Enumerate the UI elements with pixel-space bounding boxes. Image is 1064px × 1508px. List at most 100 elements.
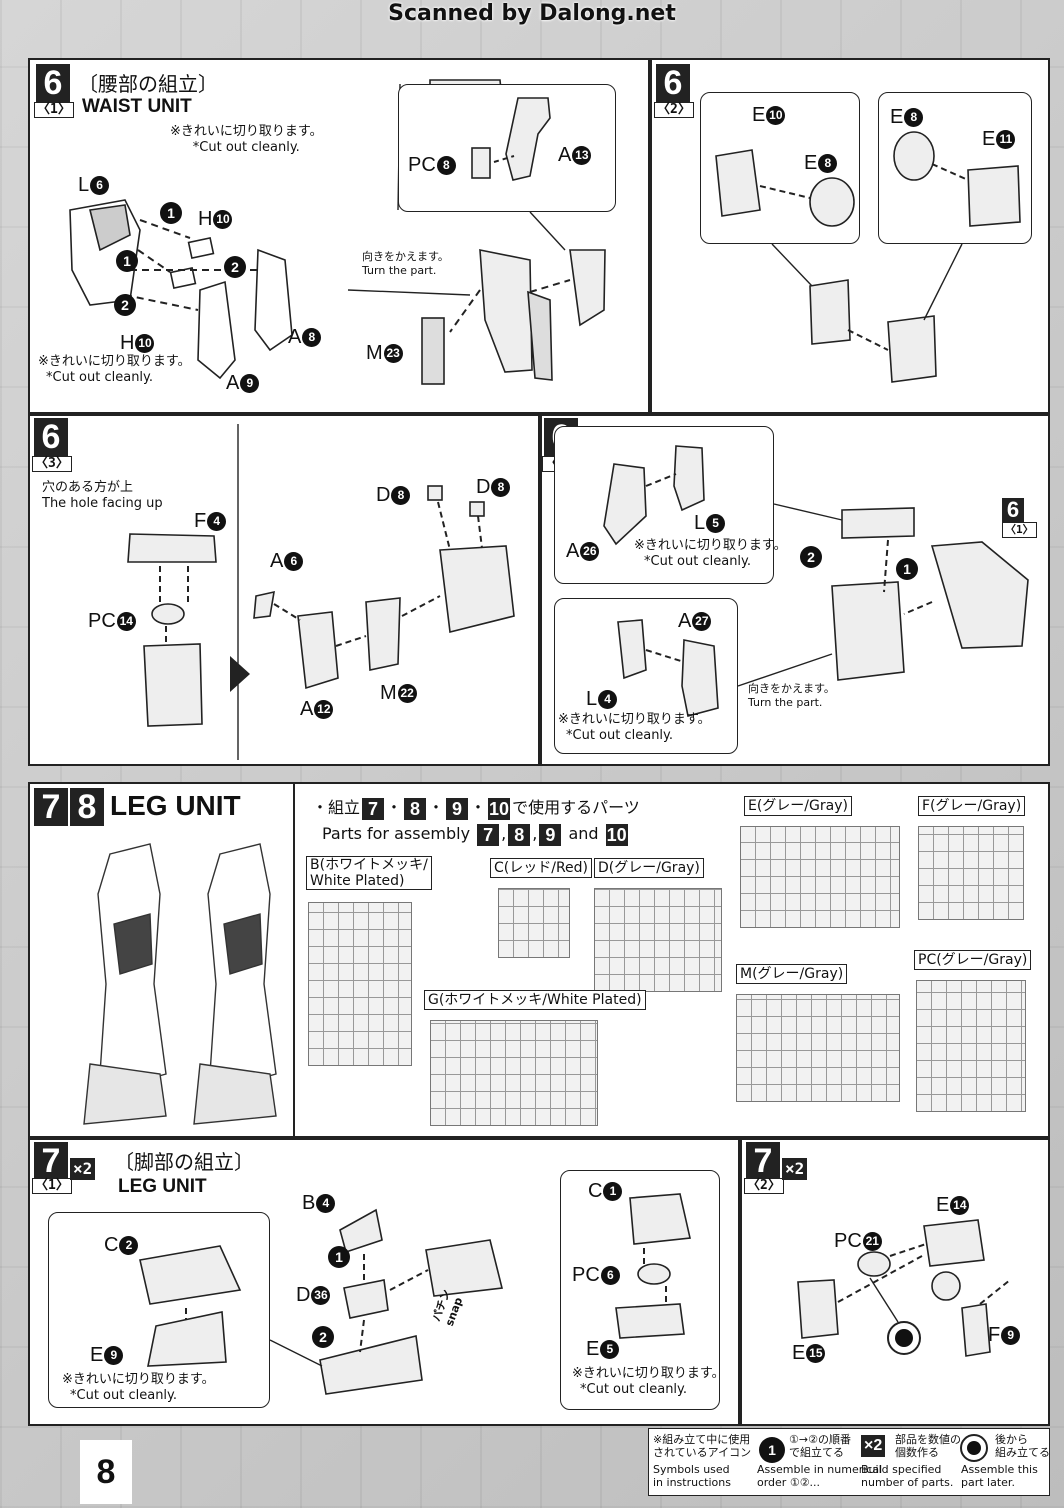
- runner-C: [498, 888, 570, 958]
- order-step-2: 2: [312, 1326, 334, 1348]
- note-cut-left: ※きれいに切り取ります。*Cut out cleanly.: [62, 1372, 215, 1403]
- runner-label-C: C(レッド/Red): [490, 858, 593, 878]
- note-cut-top: ※きれいに切り取ります。*Cut out cleanly.: [634, 538, 787, 569]
- build-times: ×2: [70, 1158, 96, 1180]
- divider-line: [293, 784, 295, 1136]
- legend-later-icon: [960, 1434, 988, 1462]
- step-number: 7: [746, 1142, 780, 1180]
- title-jp: 〔腰部の組立〕: [78, 72, 218, 96]
- order-step-2a: 2: [224, 256, 246, 278]
- inset-bubble-left: [48, 1212, 270, 1408]
- step-number: 6: [36, 64, 70, 102]
- step-number: 7: [34, 1142, 68, 1180]
- runner-label-G: G(ホワイトメッキ/White Plated): [424, 990, 646, 1010]
- panel-6-4: 6 〈4〉 6 〈1〉 A26 L5 A27 L4 ※きれいに切り取ります。*: [540, 414, 1050, 766]
- legend-later-text: 後から 組み立てる Assemble this part later.: [961, 1433, 1050, 1489]
- panel-6-1-waist-unit: 6 〈1〉 〔腰部の組立〕 WAIST UNIT ※きれいに切り取ります。*Cu…: [28, 58, 650, 414]
- page-number: 8: [80, 1440, 132, 1504]
- order-step-2: 2: [800, 546, 822, 568]
- thigh-joint-drawing: [797, 1219, 1011, 1357]
- note-cut-bottom: ※きれいに切り取ります。*Cut out cleanly.: [558, 712, 711, 743]
- step-number: 6: [34, 418, 68, 456]
- legend-title: ※組み立て中に使用 されているアイコン Symbols used in inst…: [653, 1433, 752, 1489]
- runner-label-M: M(グレー/Gray): [736, 964, 848, 984]
- ref-step-number: 6: [1002, 498, 1024, 522]
- symbols-legend: ※組み立て中に使用 されているアイコン Symbols used in inst…: [648, 1428, 1050, 1496]
- waist-armor-drawing: [603, 445, 1029, 717]
- order-step-1a: 1: [160, 202, 182, 224]
- runner-PC: [916, 980, 1026, 1112]
- runner-F: [918, 826, 1024, 920]
- order-step-1b: 1: [116, 250, 138, 272]
- parts-list-title-en: Parts for assembly 7,8,9 and 10: [322, 823, 628, 846]
- step-number-7: 7: [34, 788, 68, 826]
- runner-label-D: D(グレー/Gray): [594, 858, 704, 878]
- note-cut-bottom: ※きれいに切り取ります。*Cut out cleanly.: [38, 354, 191, 385]
- order-step-1: 1: [896, 558, 918, 580]
- runner-label-PC: PC(グレー/Gray): [914, 950, 1032, 970]
- section-title: LEG UNIT: [110, 790, 241, 821]
- note-cut-top: ※きれいに切り取ります。*Cut out cleanly.: [170, 124, 323, 155]
- step-number-8: 8: [70, 788, 104, 826]
- runner-G: [430, 1020, 598, 1126]
- note-turn-part: 向きをかえます。Turn the part.: [748, 682, 835, 709]
- hip-joint-drawing: [715, 131, 1021, 383]
- title-en: LEG UNIT: [118, 1176, 207, 1197]
- scan-watermark: Scanned by Dalong.net: [388, 1, 676, 26]
- note-turn-part: 向きをかえます。Turn the part.: [362, 250, 449, 277]
- panel-7-1-leg-unit: 7 〈1〉 ×2 〔脚部の組立〕 LEG UNIT パチン snap: [28, 1138, 740, 1426]
- step-substep: 〈3〉: [32, 456, 72, 472]
- runner-B: [308, 902, 412, 1066]
- legend-times-text: 部品を数値の 個数作る Build specified number of pa…: [861, 1433, 961, 1489]
- legend-order-icon: 1: [759, 1437, 785, 1463]
- legend-times-icon: ×2: [861, 1435, 886, 1457]
- leg-unit-illustration: [83, 843, 277, 1125]
- hip-block-drawing: [127, 424, 515, 760]
- step-substep: 〈1〉: [32, 1178, 72, 1194]
- runner-label-E: E(グレー/Gray): [744, 796, 852, 816]
- order-step-1: 1: [328, 1246, 350, 1268]
- title-jp: 〔脚部の組立〕: [114, 1150, 254, 1174]
- inset-parts-drawing: [471, 97, 551, 181]
- title-en: WAIST UNIT: [82, 96, 192, 117]
- runner-label-F: F(グレー/Gray): [918, 796, 1026, 816]
- ref-step-substep: 〈1〉: [1002, 522, 1037, 538]
